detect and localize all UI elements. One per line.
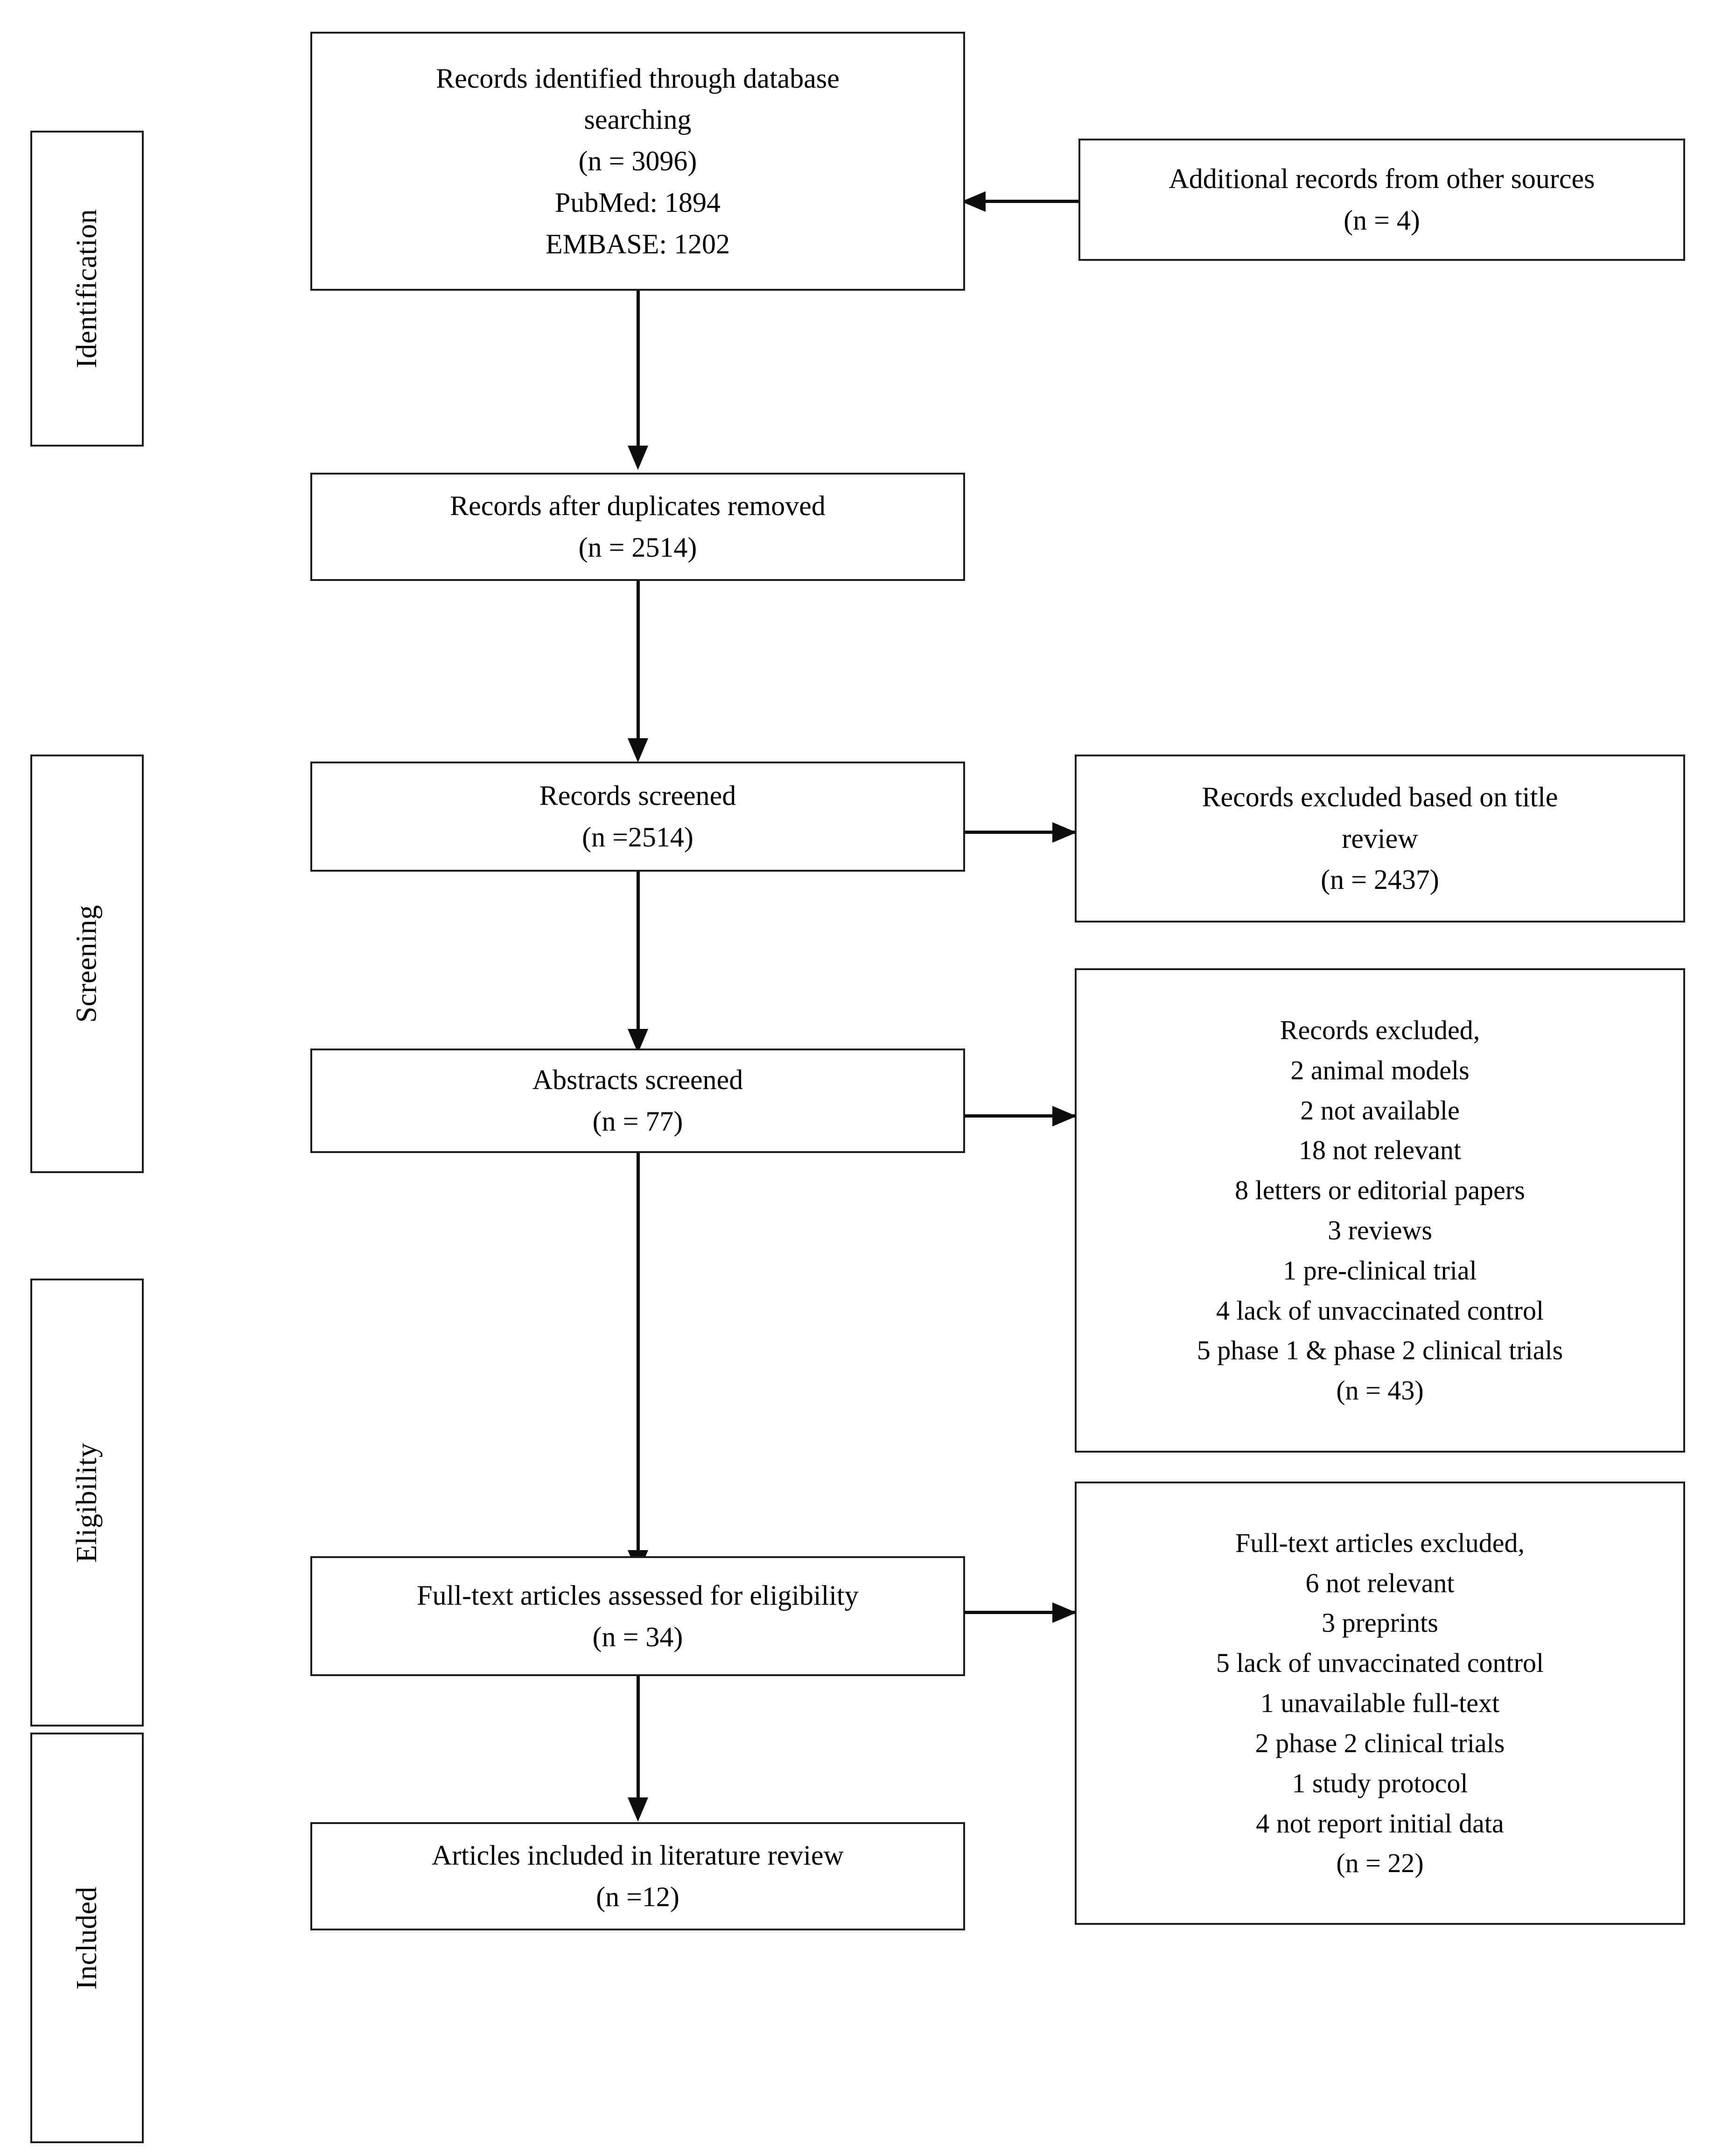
- connector-identified-to-duplicates: [637, 291, 640, 449]
- box-abstracts-screened: Abstracts screened (n = 77): [310, 1049, 965, 1153]
- box-line: (n =2514): [582, 822, 693, 853]
- box-line: Abstracts screened: [532, 1064, 743, 1096]
- box-line: review: [1342, 823, 1418, 854]
- box-line: (n = 43): [1336, 1375, 1424, 1406]
- box-line: 1 unavailable full-text: [1260, 1688, 1500, 1719]
- box-line: EMBASE: 1202: [545, 228, 730, 259]
- box-line: 4 not report initial data: [1256, 1808, 1504, 1838]
- box-line: Records screened: [539, 780, 736, 811]
- connector-screened-to-excluded-title: [965, 831, 1075, 834]
- box-records-identified: Records identified through database sear…: [310, 32, 965, 291]
- box-line: Articles included in literature review: [432, 1840, 844, 1871]
- arrow-fulltext-to-excluded: [1052, 1602, 1077, 1623]
- box-line: (n = 4): [1344, 205, 1420, 236]
- stage-box-identification: Identification: [30, 131, 144, 447]
- box-line: Additional records from other sources: [1169, 163, 1595, 195]
- box-line: 2 not available: [1300, 1095, 1460, 1125]
- box-line: (n = 2437): [1321, 864, 1439, 895]
- box-line: (n = 3096): [578, 146, 697, 177]
- box-line: Records excluded based on title: [1202, 781, 1558, 812]
- stage-box-eligibility: Eligibility: [30, 1279, 144, 1727]
- arrow-screened-to-excluded-title: [1052, 822, 1077, 843]
- box-line: (n = 34): [592, 1621, 683, 1652]
- box-line: Full-text articles assessed for eligibil…: [417, 1580, 859, 1611]
- stage-label-screening: Screening: [71, 905, 103, 1023]
- box-records-screened: Records screened (n =2514): [310, 762, 965, 872]
- box-duplicates-removed: Records after duplicates removed (n = 25…: [310, 473, 965, 581]
- connector-duplicates-to-screened: [637, 581, 640, 742]
- box-records-excluded-title: Records excluded based on title review (…: [1075, 755, 1685, 923]
- box-line: PubMed: 1894: [554, 187, 721, 218]
- box-line: 3 reviews: [1328, 1215, 1432, 1245]
- arrow-identified-to-duplicates: [628, 446, 648, 470]
- stage-box-screening: Screening: [30, 755, 144, 1173]
- arrow-duplicates-to-screened: [628, 738, 648, 762]
- stage-label-eligibility: Eligibility: [71, 1442, 103, 1563]
- arrow-fulltext-to-included: [628, 1797, 648, 1822]
- connector-screened-to-abstracts: [637, 872, 640, 1033]
- box-line: Records excluded,: [1280, 1014, 1480, 1045]
- box-additional-records: Additional records from other sources (n…: [1078, 139, 1685, 261]
- box-line: (n = 77): [592, 1106, 683, 1137]
- box-line: 5 phase 1 & phase 2 clinical trials: [1197, 1335, 1563, 1366]
- connector-fulltext-to-included: [637, 1676, 640, 1802]
- box-line: 18 not relevant: [1299, 1135, 1461, 1166]
- box-line: Full-text articles excluded,: [1235, 1527, 1525, 1558]
- box-line: 6 not relevant: [1305, 1567, 1455, 1598]
- connector-abstracts-to-fulltext: [637, 1153, 640, 1555]
- box-line: 4 lack of unvaccinated control: [1216, 1295, 1544, 1326]
- box-line: 1 study protocol: [1292, 1768, 1468, 1798]
- box-line: 3 preprints: [1322, 1608, 1438, 1638]
- box-line: Records identified through database: [436, 63, 840, 94]
- box-line: (n =12): [596, 1881, 679, 1912]
- box-line: 1 pre-clinical trial: [1283, 1255, 1477, 1286]
- box-line: 8 letters or editorial papers: [1235, 1175, 1525, 1206]
- connector-abstracts-to-excluded: [965, 1114, 1075, 1118]
- stage-label-identification: Identification: [71, 209, 103, 368]
- box-fulltext-assessed: Full-text articles assessed for eligibil…: [310, 1556, 965, 1676]
- box-line: searching: [584, 104, 692, 135]
- box-fulltext-excluded: Full-text articles excluded, 6 not relev…: [1075, 1482, 1685, 1925]
- box-line: (n = 2514): [578, 532, 697, 563]
- box-line: 2 phase 2 clinical trials: [1255, 1727, 1505, 1758]
- connector-additional-to-identified: [965, 200, 1078, 203]
- box-articles-included: Articles included in literature review (…: [310, 1822, 965, 1930]
- box-line: 5 lack of unvaccinated control: [1216, 1648, 1544, 1678]
- box-records-excluded-abstract: Records excluded, 2 animal models 2 not …: [1075, 968, 1685, 1453]
- box-line: Records after duplicates removed: [450, 490, 826, 522]
- box-line: 2 animal models: [1290, 1055, 1470, 1085]
- connector-fulltext-to-excluded: [965, 1611, 1075, 1614]
- arrow-abstracts-to-excluded: [1052, 1106, 1077, 1126]
- stage-label-included: Included: [70, 1886, 103, 1990]
- stage-box-included: Included: [30, 1733, 144, 2143]
- arrow-additional-to-identified: [961, 191, 986, 212]
- box-line: (n = 22): [1336, 1848, 1424, 1879]
